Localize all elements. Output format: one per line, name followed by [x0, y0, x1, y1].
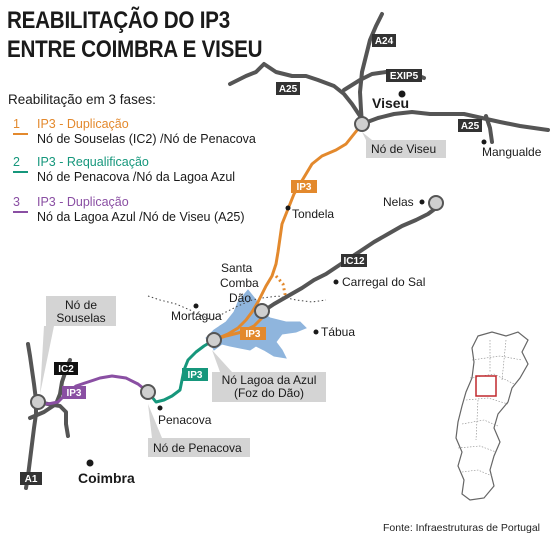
node-viseu	[354, 116, 370, 132]
place-mangualde: Mangualde	[482, 145, 542, 159]
badge-ip3-orange-top: IP3	[296, 182, 311, 193]
badge-a24: A24	[375, 36, 394, 47]
a25-road-east	[360, 110, 550, 132]
source-credit: Fonte: Infraestruturas de Portugal	[382, 522, 540, 534]
node-nelas	[428, 195, 444, 211]
portugal-outline	[455, 331, 529, 501]
phase-3-number: 3	[13, 195, 20, 209]
phase-2-swatch	[13, 171, 28, 173]
phase-3-swatch	[13, 211, 28, 213]
a25-road-west	[228, 62, 364, 126]
node-label-viseu: Nó de Viseu	[371, 142, 436, 156]
road-badges: A24 EXIP5 A25 A25 IC12 IC2 A1	[20, 34, 482, 485]
node-labels: Nó de Viseu Nó de Souselas Nó Lagoa da A…	[46, 140, 446, 457]
place-santa-comba-3: Dão	[229, 291, 251, 305]
place-names: Viseu Mangualde Tondela Nelas Santa Comb…	[78, 95, 542, 486]
place-tondela: Tondela	[292, 207, 334, 221]
ip3-purple-route	[37, 374, 149, 406]
mangualde-road	[484, 114, 494, 144]
portugal-inset	[455, 331, 529, 501]
node-label-souselas-1: Nó de	[65, 298, 97, 312]
node-circles	[30, 116, 444, 410]
place-mortagua: Mortágua	[171, 309, 222, 323]
map-title: REABILITAÇÃO DO IP3 ENTRE COIMBRA E VISE…	[7, 6, 263, 64]
phase-1-desc: Nó de Souselas (IC2) /Nó de Penacova	[37, 132, 256, 146]
phase-2-title: IP3 - Requalificação	[37, 155, 149, 169]
node-souselas	[30, 394, 46, 410]
title-line-1: REABILITAÇÃO DO IP3	[7, 7, 230, 34]
badge-exip5: EXIP5	[390, 71, 419, 82]
badge-ip3-orange-low: IP3	[245, 329, 260, 340]
phases-subtitle: Reabilitação em 3 fases:	[8, 92, 156, 107]
badge-ic12: IC12	[343, 256, 365, 267]
badge-a1: A1	[25, 474, 38, 485]
phase-3-desc: Nó da Lagoa Azul /Nó de Viseu (A25)	[37, 210, 245, 224]
ip3-orange-route	[213, 123, 364, 342]
place-carregal: Carregal do Sal	[342, 275, 425, 289]
place-dots	[86, 90, 487, 467]
a24-road	[358, 12, 384, 126]
badge-a25-right: A25	[461, 121, 480, 132]
phase-2-number: 2	[13, 155, 20, 169]
badge-ip3-teal: IP3	[187, 370, 202, 381]
place-santa-comba-1: Santa	[221, 261, 253, 275]
place-santa-comba-2: Comba	[220, 276, 259, 290]
phase-3-title: IP3 - Duplicação	[37, 195, 129, 209]
badge-a25-left: A25	[279, 84, 298, 95]
node-label-souselas-2: Souselas	[56, 311, 105, 325]
node-label-lagoa-1: Nó Lagoa da Azul	[222, 373, 317, 387]
place-coimbra: Coimbra	[78, 470, 135, 486]
node-label-penacova: Nó de Penacova	[153, 441, 242, 455]
badge-ip3-purple: IP3	[66, 388, 81, 399]
phase-2-desc: Nó de Penacova /Nó da Lagoa Azul	[37, 170, 236, 184]
ip3-badges: IP3 IP3 IP3 IP3	[62, 180, 317, 399]
place-penacova: Penacova	[158, 413, 212, 427]
place-tabua: Tábua	[321, 325, 355, 339]
inset-location-box	[475, 375, 497, 397]
title-line-2: ENTRE COIMBRA E VISEU	[7, 36, 263, 63]
node-penacova	[140, 384, 156, 400]
node-label-lagoa-2: (Foz do Dão)	[234, 386, 304, 400]
node-lagoa-azul	[206, 332, 222, 348]
node-santa-comba	[254, 303, 270, 319]
phase-1-swatch	[13, 133, 28, 135]
phase-1-number: 1	[13, 117, 20, 131]
badge-ic2: IC2	[58, 364, 74, 375]
phase-1-title: IP3 - Duplicação	[37, 117, 129, 131]
place-viseu: Viseu	[372, 95, 409, 111]
place-nelas: Nelas	[383, 195, 414, 209]
node-pointers	[40, 132, 372, 438]
